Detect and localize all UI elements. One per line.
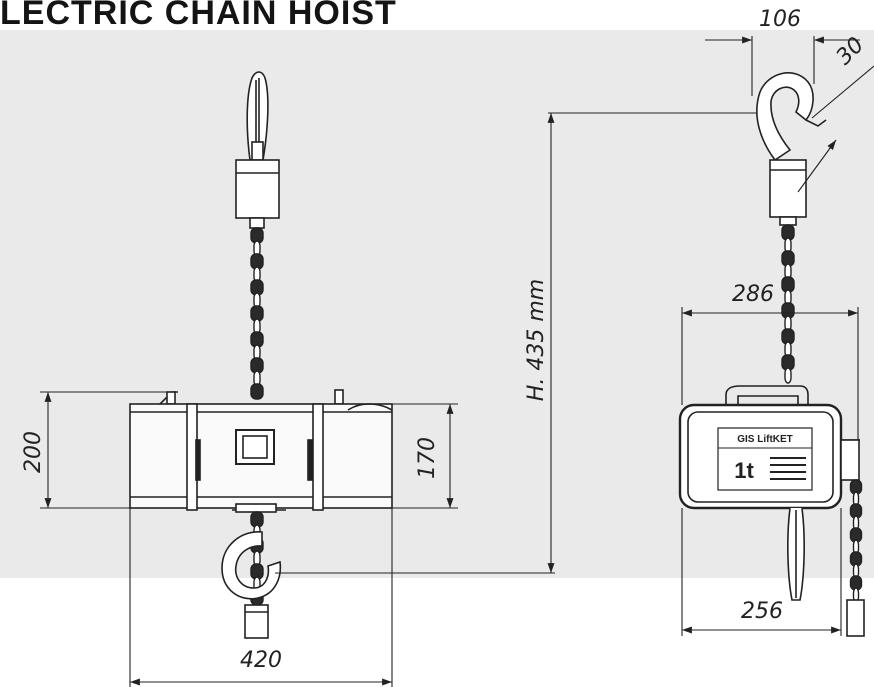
side-top-hook (756, 72, 827, 226)
front-hoist-body (129, 389, 393, 513)
dim-front-width: 420 (240, 648, 282, 673)
nameplate-brand: GIS LiftKET (737, 434, 793, 445)
side-hand-chain (849, 479, 863, 603)
page-title: LECTRIC CHAIN HOIST (0, 0, 397, 32)
dim-top-width: 106 (759, 7, 801, 32)
chain-link (784, 367, 792, 384)
nameplate-capacity: 1t (734, 458, 754, 483)
side-hoist-body (678, 385, 860, 601)
side-view (678, 72, 865, 637)
chain-link (250, 383, 264, 400)
dim-front-height-outer: 200 (21, 431, 46, 473)
dim-front-height-inner: 170 (415, 437, 440, 479)
front-bottom-hook (221, 531, 282, 639)
side-dimensions (681, 36, 874, 636)
side-nameplate (717, 427, 813, 491)
front-chain-upper (250, 227, 264, 400)
dim-side-width-top: 286 (732, 282, 774, 307)
front-top-hook (235, 71, 280, 229)
front-view (129, 71, 393, 639)
dim-total-height: H. 435 mm (524, 279, 549, 401)
side-chain-upper (781, 224, 795, 384)
dim-hook-opening: 30 (832, 33, 869, 70)
side-chain-weight (846, 599, 865, 637)
dim-side-width-bottom: 256 (741, 599, 783, 624)
front-dimensions (40, 112, 760, 687)
